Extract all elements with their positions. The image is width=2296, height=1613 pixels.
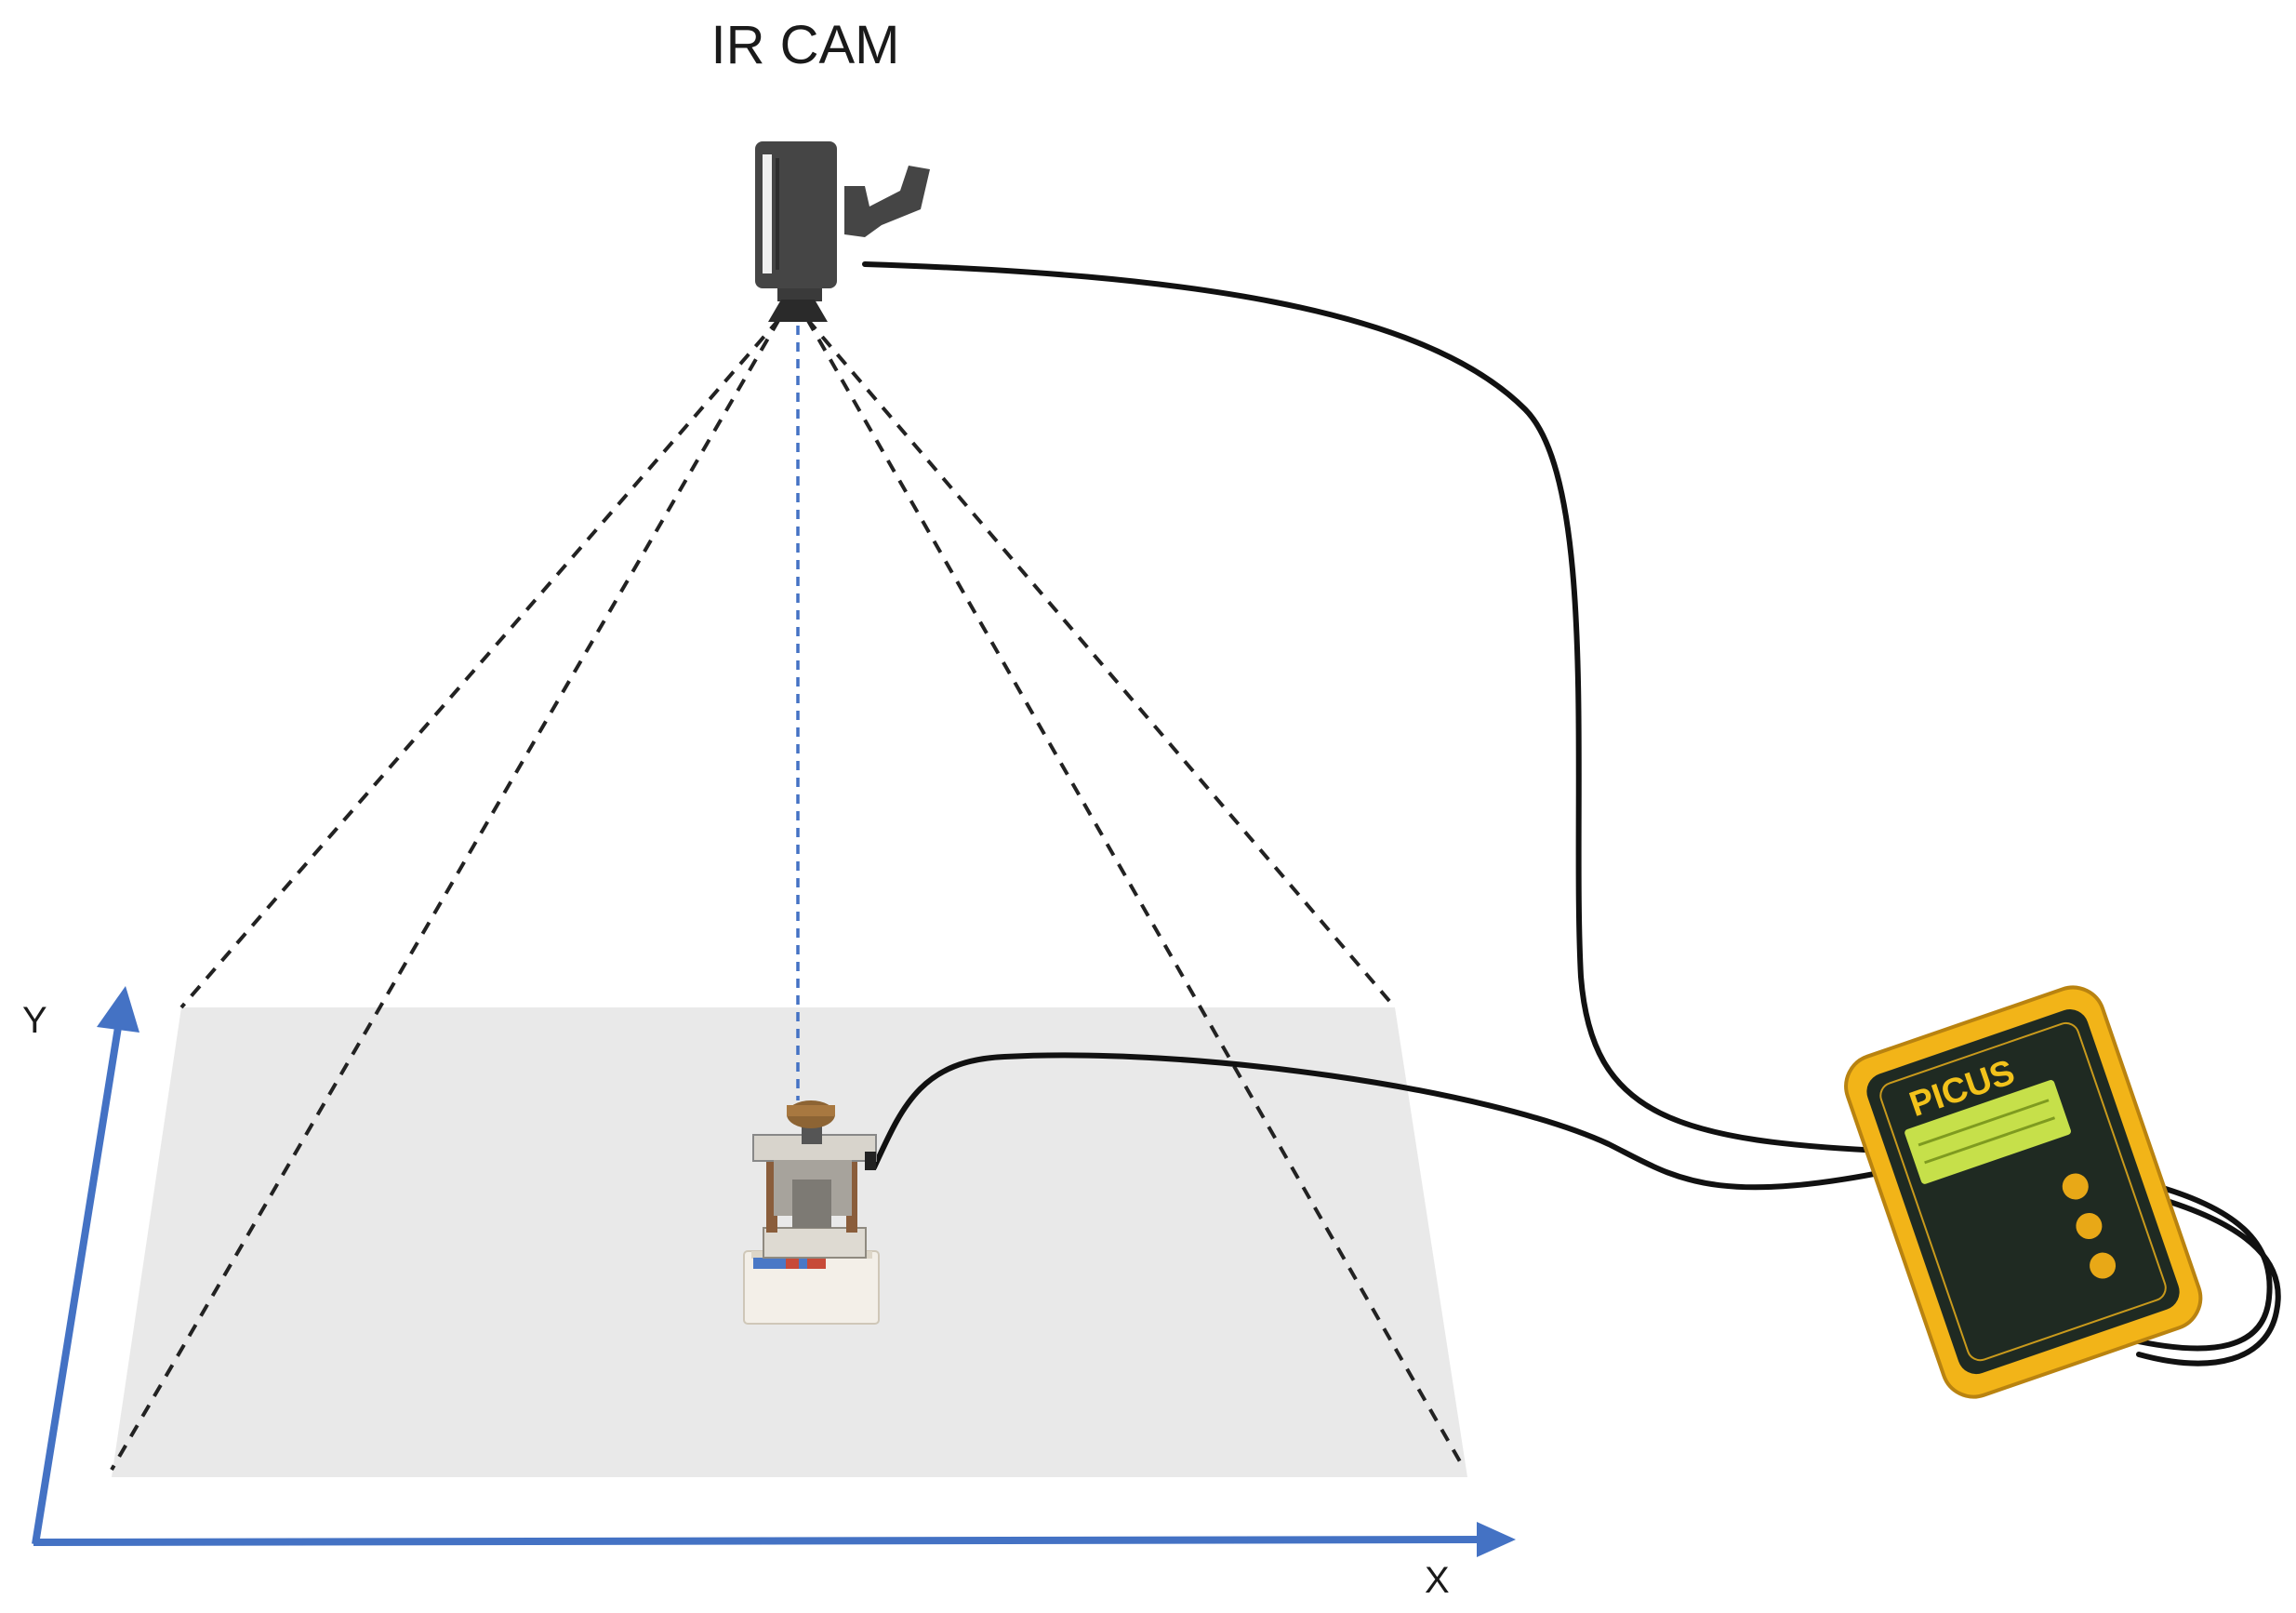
y-axis-label: Y	[22, 1000, 47, 1041]
camera-label: IR CAM	[711, 15, 900, 75]
x-axis-line	[33, 1540, 1486, 1542]
ir-camera-icon	[755, 141, 930, 322]
x-axis-label: X	[1425, 1560, 1450, 1601]
y-axis-arrowhead	[97, 986, 139, 1033]
y-axis-line	[35, 1021, 119, 1544]
x-axis-arrowhead	[1477, 1522, 1516, 1557]
